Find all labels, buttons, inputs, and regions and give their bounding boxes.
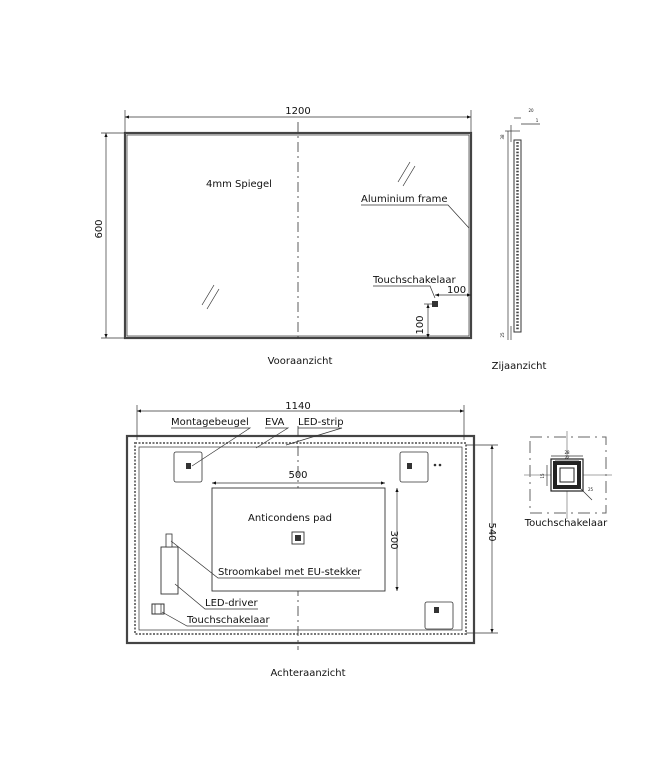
- led-strip-path: [134, 442, 467, 635]
- reflection-mark-lower: [201, 284, 220, 310]
- rear-outline: [125, 434, 476, 645]
- mounting-bracket-top-right: [399, 451, 442, 483]
- side-view-caption: Zijaanzicht: [492, 361, 547, 372]
- pad-height-label: 300: [388, 530, 399, 549]
- switch-label: Touchschakelaar: [372, 275, 456, 286]
- driver-leader: [174, 583, 258, 610]
- detail-dim-c: 15: [540, 473, 545, 479]
- frame-label: Aluminium frame: [361, 194, 448, 205]
- rear-width-label: 1140: [285, 401, 310, 412]
- rear-switch-leader: [161, 611, 268, 627]
- side-view: 20 1 38 25 Zijaanzicht: [492, 108, 547, 372]
- switch-leader: [373, 285, 436, 299]
- frame-leader: [361, 204, 470, 229]
- reflection-mark-upper: [397, 161, 416, 187]
- front-view: 1200 600 4mm Spiegel Aluminium frame Tou…: [94, 106, 473, 367]
- rear-view: 1140 540 Anticondens pad 500 300: [125, 401, 498, 679]
- detail-dim-b: 22: [564, 455, 570, 460]
- eva-label: EVA: [265, 417, 285, 428]
- touch-switch-icon: [432, 301, 438, 307]
- driver-label: LED-driver: [205, 598, 259, 609]
- side-left-label: 38: [500, 134, 505, 140]
- rear-view-caption: Achteraanzicht: [270, 668, 345, 679]
- switch-ring: [553, 461, 581, 489]
- side-top-label: 20: [528, 108, 534, 113]
- led-strip-label: LED-strip: [298, 417, 344, 428]
- eva-leader: [255, 427, 290, 449]
- offset-x-label: 100: [447, 285, 466, 296]
- bracket-label: Montagebeugel: [171, 417, 249, 428]
- detail-caption: Touchschakelaar: [524, 518, 608, 529]
- eva-outline: [138, 446, 463, 631]
- side-bottom-label: 25: [500, 332, 505, 338]
- front-view-caption: Vooraanzicht: [268, 356, 333, 367]
- pad-label: Anticondens pad: [248, 513, 332, 524]
- mirror-label: 4mm Spiegel: [206, 179, 272, 190]
- offset-y-label: 100: [415, 315, 426, 334]
- bracket-leader: [171, 427, 252, 467]
- detail-dim-d: 25: [588, 487, 594, 492]
- cable-label: Stroomkabel met EU-stekker: [218, 567, 362, 578]
- side-small-label: 1: [536, 118, 539, 123]
- pad-width-label: 500: [288, 470, 307, 481]
- width-label: 1200: [285, 106, 310, 117]
- switch-button: [559, 467, 575, 483]
- led-strip-leader: [285, 427, 343, 446]
- rear-switch-label: Touchschakelaar: [186, 615, 270, 626]
- height-label: 600: [94, 219, 105, 238]
- rear-height-label: 540: [486, 522, 497, 541]
- detail-dim-a: 28: [564, 450, 570, 455]
- led-driver: [160, 546, 179, 595]
- rear-touch-switch-icon: [151, 603, 165, 615]
- touch-switch-detail: 28 22 15 25 Touchschakelaar: [524, 431, 612, 529]
- driver-plug: [165, 533, 173, 548]
- mounting-bracket-top-left: [173, 451, 203, 483]
- mounting-bracket-bottom-right: [424, 601, 454, 630]
- cable-leader: [170, 540, 360, 579]
